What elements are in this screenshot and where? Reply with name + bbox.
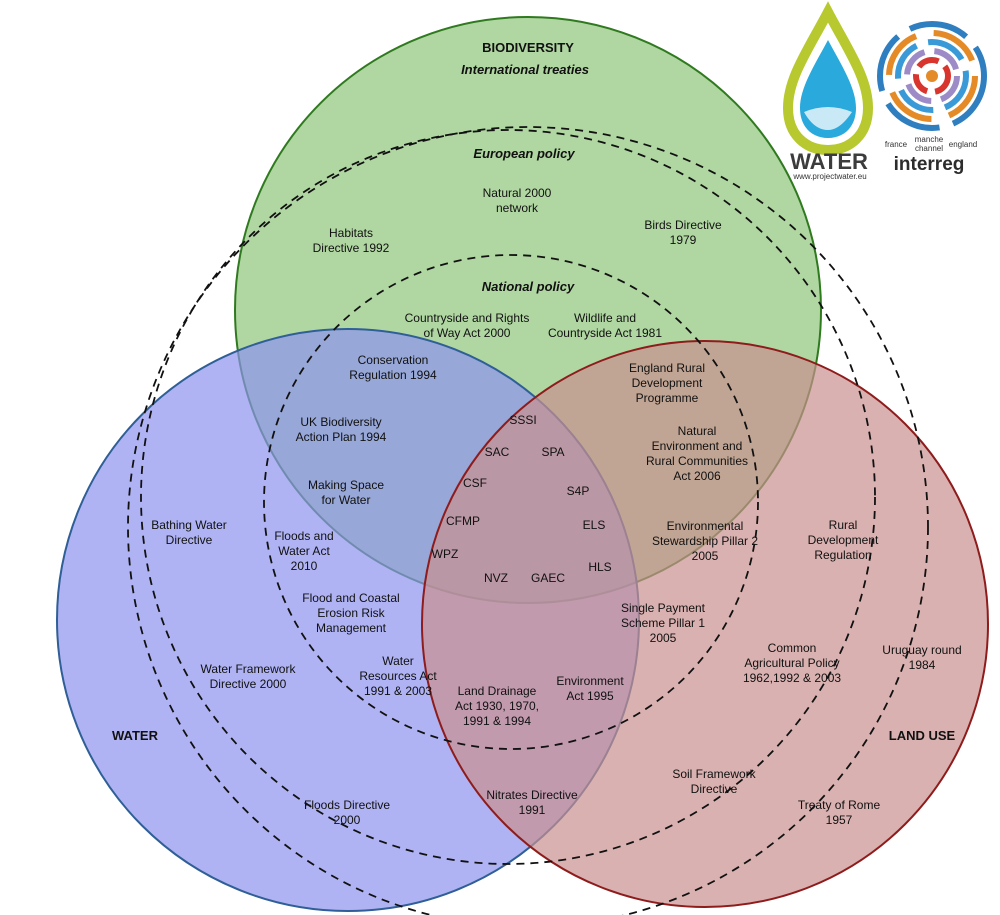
international-treaties-label: International treaties: [461, 62, 589, 77]
water-project-logo: WATER www.projectwater.eu: [782, 1, 874, 181]
wpz-acronym: WPZ: [432, 547, 459, 561]
national-policy-label: National policy: [482, 279, 575, 294]
land-use-label: LAND USE: [889, 728, 956, 743]
interreg-wordmark: interreg: [894, 154, 965, 175]
national-policy-ring: [263, 254, 759, 750]
european-policy-label: European policy: [473, 146, 575, 161]
biodiversity-label: BIODIVERSITY: [482, 40, 574, 55]
hls-acronym: HLS: [588, 560, 611, 574]
interreg-manche-text: manche: [915, 135, 944, 144]
cfmp-acronym: CFMP: [446, 514, 480, 528]
nvz-acronym: NVZ: [484, 571, 508, 585]
gaec-acronym: GAEC: [531, 571, 565, 585]
drop-wave-icon: [804, 107, 852, 130]
interreg-logo: france manche channel england interreg: [877, 21, 987, 175]
interreg-ring-purple-icon: [904, 48, 960, 104]
interreg-ring-lightblue-icon: [895, 39, 969, 113]
european-policy-ring: [140, 129, 876, 865]
interreg-england-text: england: [949, 140, 977, 149]
interreg-channel-text: channel: [915, 144, 943, 153]
water-logo-url: www.projectwater.eu: [792, 172, 866, 181]
land-use-circle: [421, 340, 989, 908]
interreg-france-text: france: [885, 140, 908, 149]
interreg-ring-orange-icon: [886, 30, 978, 122]
csf-acronym: CSF: [463, 476, 487, 490]
s4p-acronym: S4P: [567, 484, 590, 498]
sac-acronym: SAC: [485, 445, 510, 459]
water-label: WATER: [112, 728, 159, 743]
els-acronym: ELS: [583, 518, 606, 532]
interreg-core-icon: [926, 70, 938, 82]
sssi-acronym: SSSI: [509, 413, 536, 427]
logo-ring-icon: [782, 1, 874, 156]
water-logo-wordmark: WATER: [790, 149, 868, 174]
interreg-ring-red-icon: [913, 57, 951, 95]
spa-acronym: SPA: [541, 445, 564, 459]
interreg-ring-blue-icon: [877, 21, 987, 131]
international-treaties-ring: [127, 126, 929, 915]
